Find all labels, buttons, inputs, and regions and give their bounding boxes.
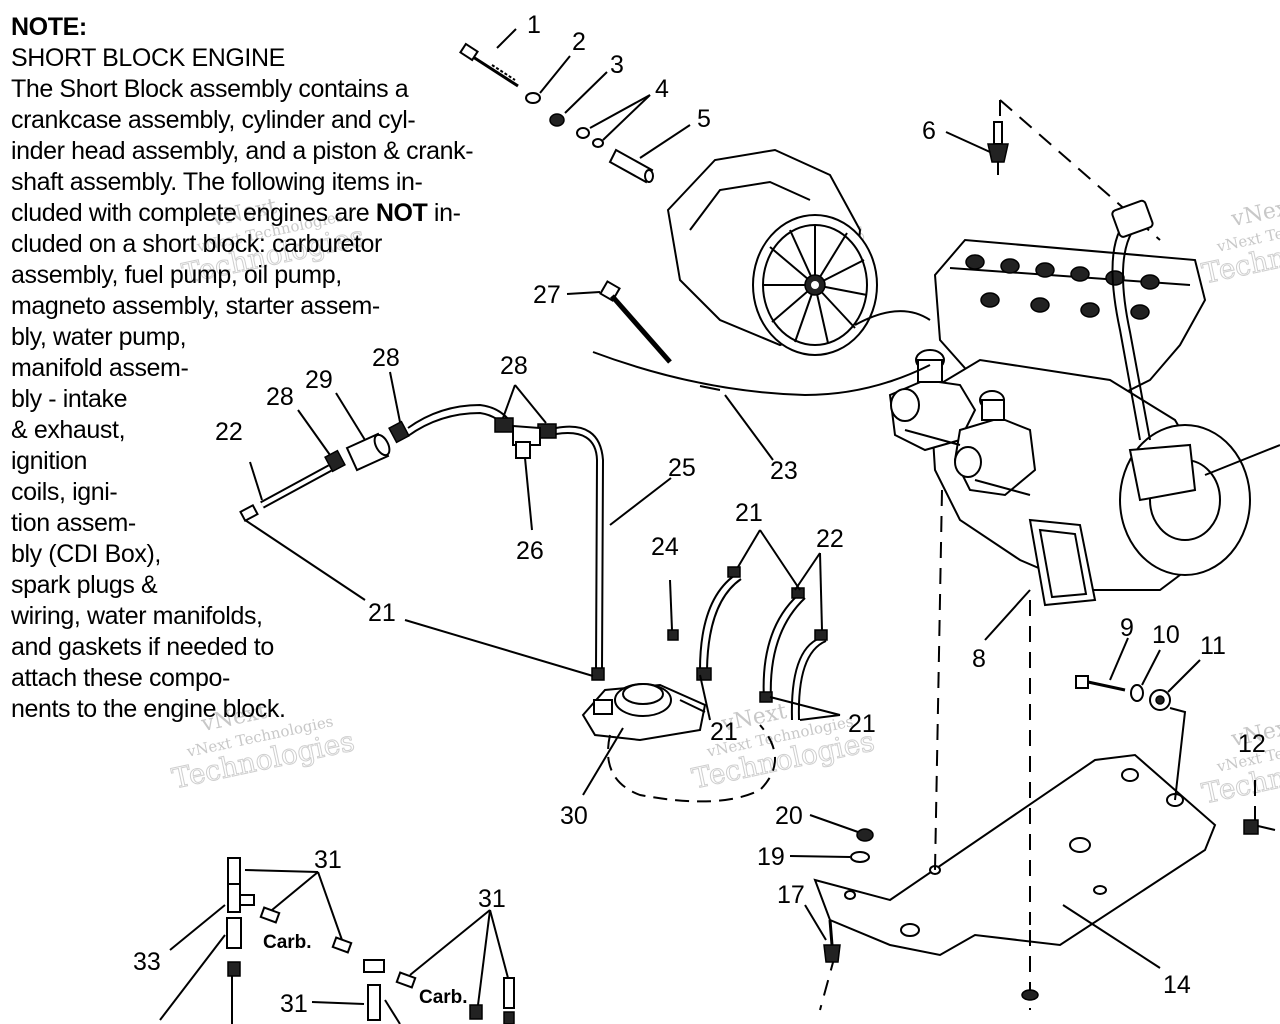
callout-21-c: 21 (710, 718, 738, 746)
callout-9: 9 (1120, 614, 1134, 642)
washer-part-2 (525, 92, 541, 104)
carb-label-a: Carb. (263, 932, 312, 953)
callout-12: 12 (1238, 730, 1266, 758)
watermark-5: vNext vNext Technologies Technologies (1199, 194, 1280, 291)
callout-21-d: 21 (848, 710, 876, 738)
note-line: manifold assem- (11, 354, 189, 382)
callout-30: 30 (560, 802, 588, 830)
callout-10: 10 (1152, 621, 1180, 649)
note-line: crankcase assembly, cylinder and cyl- (11, 106, 416, 134)
callout-31-b: 31 (478, 885, 506, 913)
pulse-lines (667, 529, 841, 721)
bolt-part-17 (804, 904, 841, 963)
fuel-pump-part-30 (581, 683, 776, 803)
note-line: magneto assembly, starter assem- (11, 292, 380, 320)
tee-fittings (159, 857, 515, 1024)
callout-22-b: 22 (816, 525, 844, 553)
callout-25: 25 (668, 454, 696, 482)
callout-19: 19 (757, 843, 785, 871)
callout-28-b: 28 (500, 352, 528, 380)
callout-31-a: 31 (314, 846, 342, 874)
note-line: nents to the engine block. (11, 695, 286, 723)
note-line: bly (CDI Box), (11, 540, 161, 568)
callout-20: 20 (775, 802, 803, 830)
callout-11: 11 (1200, 632, 1226, 660)
callout-21-b: 21 (368, 599, 396, 627)
callout-22-a: 22 (215, 418, 243, 446)
callout-31-c: 31 (280, 990, 308, 1018)
callout-3: 3 (610, 51, 624, 79)
bolt-part-1 (459, 42, 519, 88)
note-line: ignition (11, 447, 88, 475)
washer-part-3 (549, 113, 565, 127)
mounting-plate-part-14 (813, 753, 1217, 969)
callout-26: 26 (516, 537, 544, 565)
spacer-part-5 (608, 148, 654, 184)
bolt-part-9 (1075, 637, 1129, 692)
callout-21-a: 21 (735, 499, 763, 527)
note-line: spark plugs & (11, 571, 158, 599)
note-line: bly - intake (11, 385, 128, 413)
callout-28-c: 28 (266, 383, 294, 411)
grommet-part-11 (1149, 659, 1201, 711)
callout-5: 5 (697, 105, 711, 133)
callout-28-a: 28 (372, 344, 400, 372)
nut-part-20 (856, 828, 874, 842)
note-line: tion assem- (11, 509, 136, 537)
part-12 (1243, 819, 1276, 835)
carb-label-b: Carb. (419, 987, 468, 1008)
callout-27: 27 (533, 281, 561, 309)
spark-plug-part-6 (945, 99, 1161, 241)
callout-numbers: 1 2 3 4 5 6 27 28 28 29 28 22 23 25 21 2… (133, 11, 1266, 1018)
callout-24: 24 (651, 533, 679, 561)
callout-29: 29 (305, 366, 333, 394)
watermark-6: vNext vNext Technologies Technologies (1199, 714, 1280, 811)
tie-strap-part-27 (566, 280, 672, 364)
note-line: shaft assembly. The following items in- (11, 168, 423, 196)
note-line: and gaskets if needed to (11, 633, 274, 661)
note-line: assembly, fuel pump, oil pump, (11, 261, 342, 289)
note-line: bly, water pump, (11, 323, 187, 351)
note-line: attach these compo- (11, 664, 230, 692)
note-line: inder head assembly, and a piston & cran… (11, 137, 474, 165)
callout-33: 33 (133, 948, 161, 976)
callout-1: 1 (527, 11, 541, 39)
throttle-cable-part-23 (592, 310, 931, 461)
callout-17: 17 (777, 881, 805, 909)
note-line-not: cluded with complete engines are NOT in- (11, 199, 461, 227)
washers-part-4 (576, 127, 604, 148)
note-line: coils, igni- (11, 478, 118, 506)
washer-part-10 (1130, 684, 1144, 702)
washer-part-19 (850, 851, 870, 863)
note-line: cluded on a short block: carburetor (11, 230, 382, 258)
recoil-starter (666, 148, 878, 356)
note-subheading: SHORT BLOCK ENGINE (11, 44, 285, 72)
callout-4: 4 (655, 75, 669, 103)
short-block-note: NOTE: SHORT BLOCK ENGINE The Short Block… (11, 12, 571, 725)
note-heading: NOTE: (11, 13, 87, 41)
fuel-line-assembly (239, 403, 672, 681)
note-line: & exhaust, (11, 416, 126, 444)
callout-8: 8 (972, 645, 986, 673)
callout-23: 23 (770, 457, 798, 485)
callout-6: 6 (922, 117, 936, 145)
callout-14: 14 (1163, 971, 1191, 999)
note-line: wiring, water manifolds, (11, 602, 263, 630)
note-line: The Short Block assembly contains a (11, 75, 409, 103)
callout-2: 2 (572, 28, 586, 56)
